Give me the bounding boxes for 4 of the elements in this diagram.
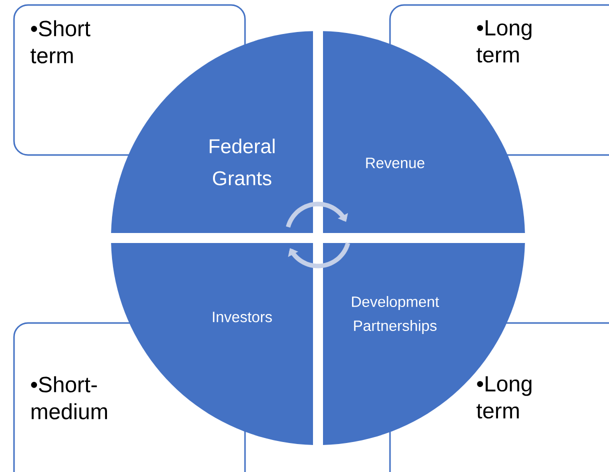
quadrant: Investors	[111, 243, 313, 445]
quadrant: Federal Grants	[111, 31, 313, 233]
cycle-arrow	[288, 242, 350, 268]
cycle-arrow	[286, 202, 348, 228]
